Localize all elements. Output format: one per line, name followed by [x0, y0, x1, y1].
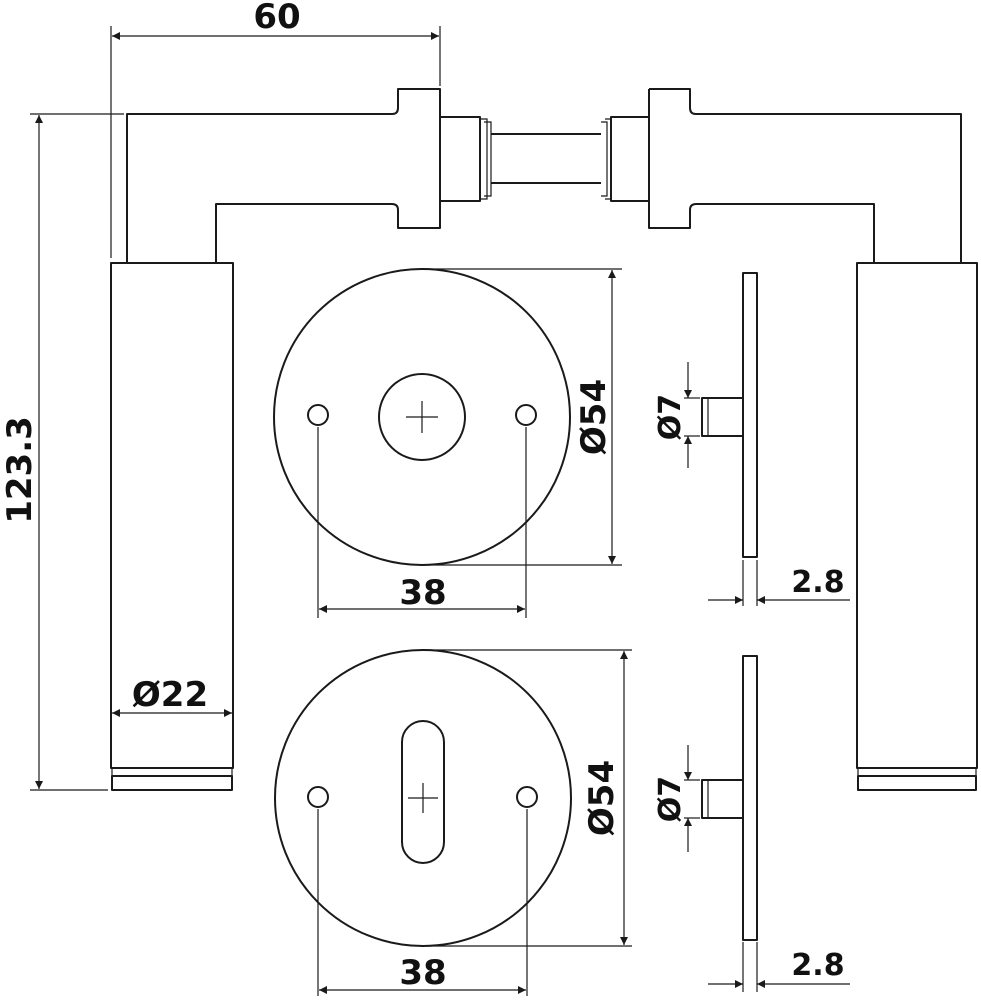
- left-collar: [439, 116, 481, 202]
- rose-lower-screw-hole-right: [516, 786, 538, 808]
- label-123-3: 123.3: [0, 416, 40, 524]
- rose-lower-outline: [274, 649, 572, 947]
- side-profile-upper-plate: [742, 272, 758, 558]
- side-profile-upper: Ø7 2.8: [653, 272, 850, 606]
- side-profile-lower-plate: [742, 655, 758, 941]
- right-lever-grip: [856, 262, 978, 769]
- left-grip-cap: [111, 767, 233, 777]
- right-grip-end: [857, 775, 977, 791]
- right-lever-arm: [648, 88, 962, 263]
- right-collar: [610, 116, 650, 202]
- dimension-grip-diameter: Ø22: [112, 675, 232, 717]
- spindle: [491, 133, 601, 184]
- left-lever-arm: [126, 88, 441, 263]
- side-profile-lower: Ø7 2.8: [653, 655, 850, 992]
- rose-upper-screw-hole-right: [515, 404, 537, 426]
- label-rose-lower-diameter: Ø54: [582, 760, 622, 836]
- label-rose-upper-thickness: 2.8: [791, 565, 844, 600]
- left-grip-end: [111, 775, 233, 791]
- rose-upper-spindle-hole: [378, 373, 466, 461]
- label-rose-lower-hole-spacing: 38: [399, 953, 446, 993]
- right-grip-cap: [857, 767, 977, 777]
- label-spindle-lower-diameter: Ø7: [653, 776, 688, 822]
- rose-lower-keyhole-slot: [401, 720, 445, 864]
- rose-lower-screw-hole-left: [307, 786, 329, 808]
- rose-upper-outline: [273, 268, 571, 566]
- left-lever-handle: [110, 88, 492, 791]
- right-lever-handle: [601, 88, 978, 791]
- rose-lower-center-mark: [408, 783, 438, 813]
- label-60: 60: [253, 0, 300, 37]
- dimension-60: 60: [110, 0, 441, 258]
- rose-upper-center-mark: [406, 401, 438, 433]
- rose-upper: Ø54 38: [273, 268, 622, 618]
- label-spindle-upper-diameter: Ø7: [653, 394, 688, 440]
- rose-upper-screw-hole-left: [307, 404, 329, 426]
- label-rose-upper-diameter: Ø54: [574, 379, 614, 455]
- side-profile-lower-spindle: [701, 779, 743, 819]
- label-rose-upper-hole-spacing: 38: [399, 573, 446, 613]
- label-grip-diameter: Ø22: [132, 675, 208, 715]
- label-rose-lower-thickness: 2.8: [791, 948, 844, 983]
- side-profile-upper-spindle: [701, 397, 743, 437]
- dimension-123-3: 123.3: [0, 113, 124, 791]
- rose-lower: Ø54 38: [274, 649, 632, 996]
